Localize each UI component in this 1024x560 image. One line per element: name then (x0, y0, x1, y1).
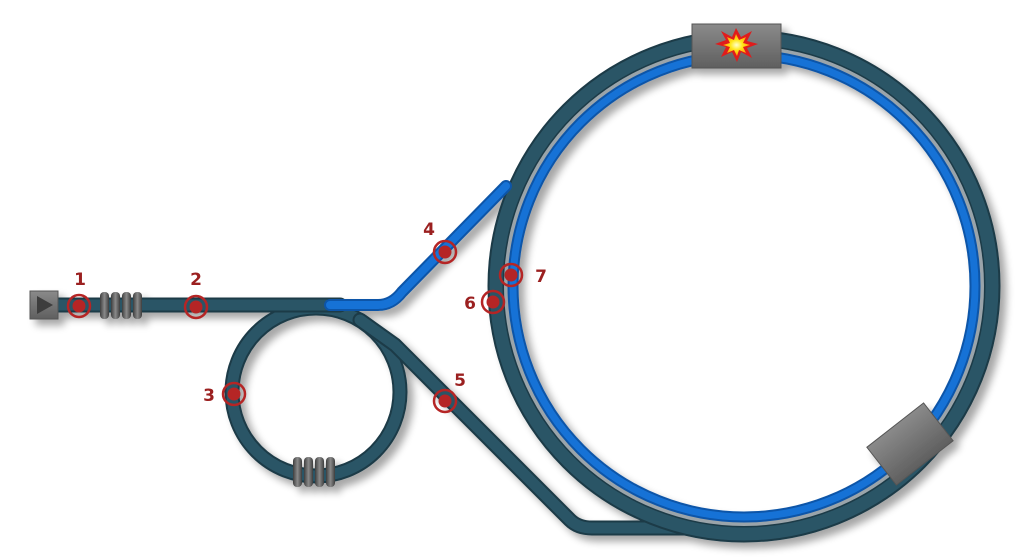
fiber-branch-bottom (352, 312, 748, 536)
marker-label-6: 6 (464, 294, 476, 314)
source-emitter (29, 290, 59, 320)
marker-label-5: 5 (454, 371, 466, 391)
marker-5[interactable]: 5 (432, 371, 466, 414)
amplifier-box (691, 23, 782, 69)
marker-7[interactable]: 7 (498, 262, 547, 288)
marker-1[interactable]: 1 (66, 270, 92, 319)
marker-label-2: 2 (190, 270, 202, 290)
marker-6[interactable]: 6 (464, 289, 506, 315)
coupler-block (866, 402, 954, 486)
marker-4[interactable]: 4 (423, 220, 458, 265)
fiber-branch-blue (324, 180, 512, 311)
marker-label-7: 7 (535, 267, 547, 287)
input-coil (100, 292, 142, 319)
measurement-markers: 1 2 3 4 5 6 7 (66, 220, 547, 414)
marker-label-4: 4 (423, 220, 435, 240)
marker-label-1: 1 (74, 270, 86, 290)
play-triangle-icon (37, 296, 53, 314)
marker-2[interactable]: 2 (183, 270, 209, 320)
marker-3[interactable]: 3 (203, 381, 247, 407)
loop-coil (293, 457, 335, 487)
marker-label-3: 3 (203, 386, 215, 406)
